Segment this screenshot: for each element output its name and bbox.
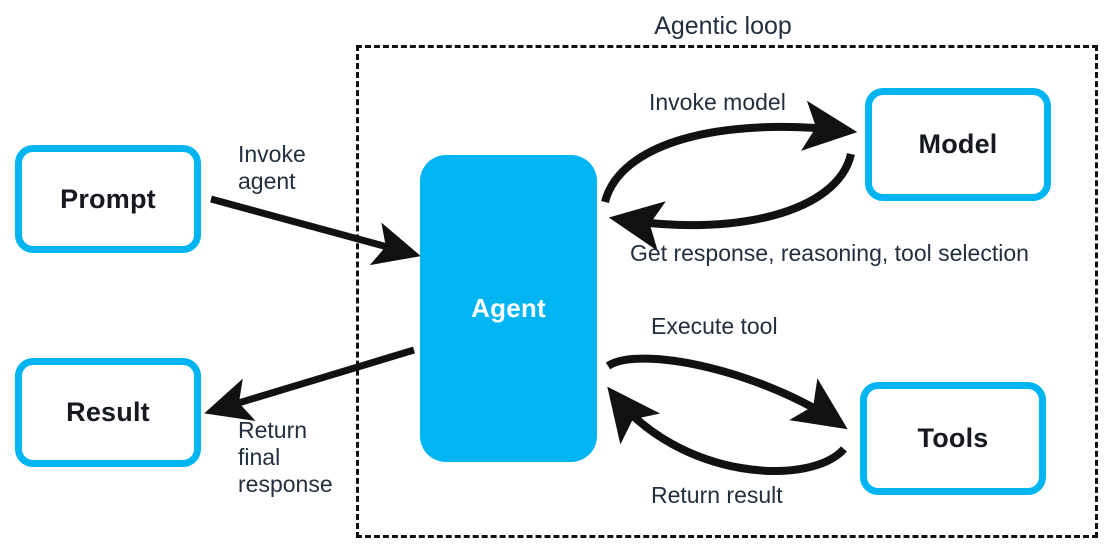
node-tools[interactable]: Tools [860, 382, 1046, 495]
node-agent[interactable]: Agent [420, 155, 597, 462]
agentic-loop-boundary [356, 45, 1098, 538]
edge-label-execute-tool: Execute tool [651, 313, 778, 339]
node-model[interactable]: Model [865, 88, 1051, 201]
node-result[interactable]: Result [15, 358, 201, 467]
edge-label-invoke-model: Invoke model [649, 89, 786, 115]
node-model-label: Model [918, 129, 998, 159]
node-prompt[interactable]: Prompt [15, 145, 201, 253]
node-tools-label: Tools [917, 423, 989, 453]
agentic-loop-title: Agentic loop [654, 12, 792, 40]
edge-label-return-result: Return result [651, 482, 783, 508]
edge-label-invoke-agent: Invoke agent [238, 141, 306, 195]
node-prompt-label: Prompt [60, 183, 156, 214]
node-result-label: Result [66, 397, 150, 427]
node-agent-label: Agent [471, 293, 546, 323]
edge-label-return-final-response: Return final response [238, 417, 333, 498]
edge-label-get-response: Get response, reasoning, tool selection [630, 240, 1029, 266]
